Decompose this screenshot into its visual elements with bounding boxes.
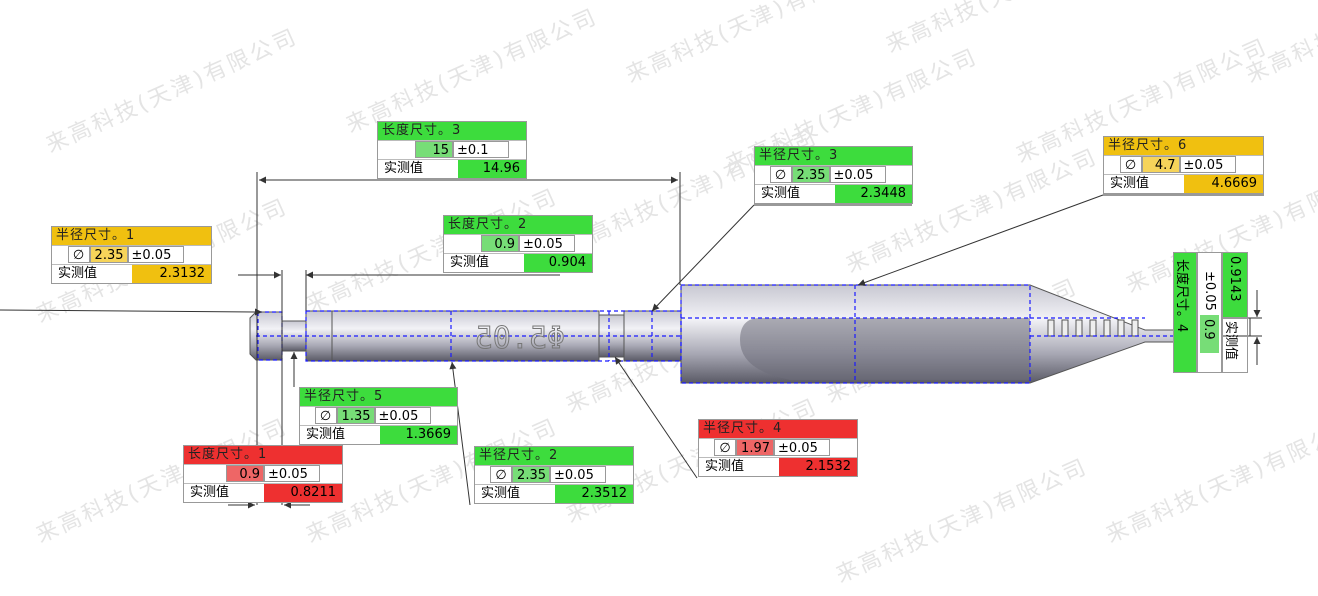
part-body [249,284,1176,384]
measured-row: 实测值 2.1532 [699,457,857,476]
tolerance-value: ±0.05 [374,407,431,424]
annotation-title: 半径尺寸。6 [1104,137,1263,155]
nominal-cell: 0.9 ±0.05 [1197,252,1222,373]
measured-value: 2.3448 [835,185,912,203]
annotation-title: 半径尺寸。3 [755,147,912,165]
nominal-value: 15 [415,141,453,158]
measured-row: 实测值 14.96 [378,159,526,178]
annotation-radius-5[interactable]: 半径尺寸。5 ∅ 1.35 ±0.05 实测值 1.3669 [299,387,458,445]
measured-value: 1.3669 [380,426,457,444]
nominal-value: 2.35 [89,246,128,263]
measured-label: 实测值 [761,186,801,201]
tolerance-value: ±0.05 [1179,156,1236,173]
part-engraving: Φ5.05 [475,321,565,356]
annotation-title: 长度尺寸。2 [444,216,592,234]
diameter-symbol: ∅ [1119,156,1142,173]
annotation-length-1[interactable]: 长度尺寸。1 0.9 ±0.05 实测值 0.8211 [183,445,343,503]
annotation-title: 半径尺寸。5 [300,388,457,406]
nominal-value: 0.9 [481,235,519,252]
measured-row: 实测值 2.3448 [755,184,912,203]
measured-value: 0.904 [524,254,592,272]
nominal-row: ∅ 1.97 ±0.05 [699,438,857,457]
tolerance-value: ±0.05 [774,439,830,456]
annotation-title-cell: 长度尺寸。4 [1173,252,1197,373]
diameter-symbol: ∅ [490,466,512,483]
annotation-title: 长度尺寸。4 [1174,259,1189,333]
measured-label: 实测值 [705,459,745,474]
measured-row: 实测值 2.3512 [475,484,633,503]
nominal-value: 0.9 [226,465,264,482]
measured-label: 实测值 [450,255,490,270]
nominal-value: 1.97 [736,439,774,456]
annotation-length-2[interactable]: 长度尺寸。2 0.9 ±0.05 实测值 0.904 [443,215,593,273]
measured-value: 4.6669 [1184,175,1263,193]
tolerance-value: ±0.05 [264,465,320,482]
measured-label: 实测值 [1223,321,1238,361]
nominal-value: 2.35 [512,466,550,483]
nominal-row: ∅ 2.35 ±0.05 [755,165,912,184]
nominal-value: 2.35 [791,166,830,183]
measured-row: 实测值 0.904 [444,253,592,272]
nominal-row: ∅ 1.35 ±0.05 [300,406,457,425]
measured-value: 2.3132 [132,265,211,283]
annotation-length-3[interactable]: 长度尺寸。3 15 ±0.1 实测值 14.96 [377,121,527,179]
tolerance-value: ±0.05 [829,166,886,183]
diameter-symbol: ∅ [67,246,90,263]
tolerance-value: ±0.05 [127,246,184,263]
annotation-radius-1[interactable]: 半径尺寸。1 ∅ 2.35 ±0.05 实测值 2.3132 [51,226,212,284]
annotation-title: 半径尺寸。2 [475,447,633,465]
nominal-row: 15 ±0.1 [378,140,526,159]
tolerance-value: ±0.05 [519,235,575,252]
annotation-length-4[interactable]: 长度尺寸。4 0.9 ±0.05 0.9143 实测值 [1173,252,1248,373]
measured-row: 实测值 2.3132 [52,264,211,283]
nominal-value: 0.9 [1201,319,1216,340]
measured-row: 实测值 0.8211 [184,483,342,502]
measured-value: 0.8211 [264,484,342,502]
annotation-title: 半径尺寸。1 [52,227,211,245]
diameter-symbol: ∅ [769,166,792,183]
nominal-value: 1.35 [336,407,375,424]
nominal-row: 0.9 ±0.05 [444,234,592,253]
nominal-row: ∅ 4.7 ±0.05 [1104,155,1263,174]
measured-label: 实测值 [58,266,98,281]
nominal-value-cell: 0.9 [1200,315,1219,353]
measured-row: 实测值 1.3669 [300,425,457,444]
measured-value: 14.96 [458,160,526,178]
annotation-radius-2[interactable]: 半径尺寸。2 ∅ 2.35 ±0.05 实测值 2.3512 [474,446,634,504]
measured-value-cell: 0.9143 [1223,253,1247,317]
nominal-row: ∅ 2.35 ±0.05 [475,465,633,484]
annotation-radius-3[interactable]: 半径尺寸。3 ∅ 2.35 ±0.05 实测值 2.3448 [754,146,913,204]
measured-cell: 0.9143 实测值 [1222,252,1248,373]
annotation-radius-4[interactable]: 半径尺寸。4 ∅ 1.97 ±0.05 实测值 2.1532 [698,419,858,477]
measured-value: 2.3512 [555,485,633,503]
measured-label: 实测值 [1110,176,1150,191]
measured-label: 实测值 [306,427,346,442]
tolerance-value: ±0.1 [453,141,509,158]
measured-label: 实测值 [384,161,424,176]
annotation-title: 长度尺寸。1 [184,446,342,464]
diameter-symbol: ∅ [314,407,337,424]
diameter-symbol: ∅ [714,439,736,456]
measured-label: 实测值 [190,485,230,500]
annotation-title: 半径尺寸。4 [699,420,857,438]
annotation-title: 长度尺寸。3 [378,122,526,140]
measured-value: 0.9143 [1227,256,1242,302]
annotation-radius-6[interactable]: 半径尺寸。6 ∅ 4.7 ±0.05 实测值 4.6669 [1103,136,1264,194]
measured-value: 2.1532 [779,458,857,476]
nominal-row: ∅ 2.35 ±0.05 [52,245,211,264]
measured-row: 实测值 4.6669 [1104,174,1263,193]
measured-label: 实测值 [481,486,521,501]
nominal-row: 0.9 ±0.05 [184,464,342,483]
tolerance-value: ±0.05 [550,466,606,483]
nominal-value: 4.7 [1141,156,1180,173]
tolerance-value: ±0.05 [1202,271,1217,311]
